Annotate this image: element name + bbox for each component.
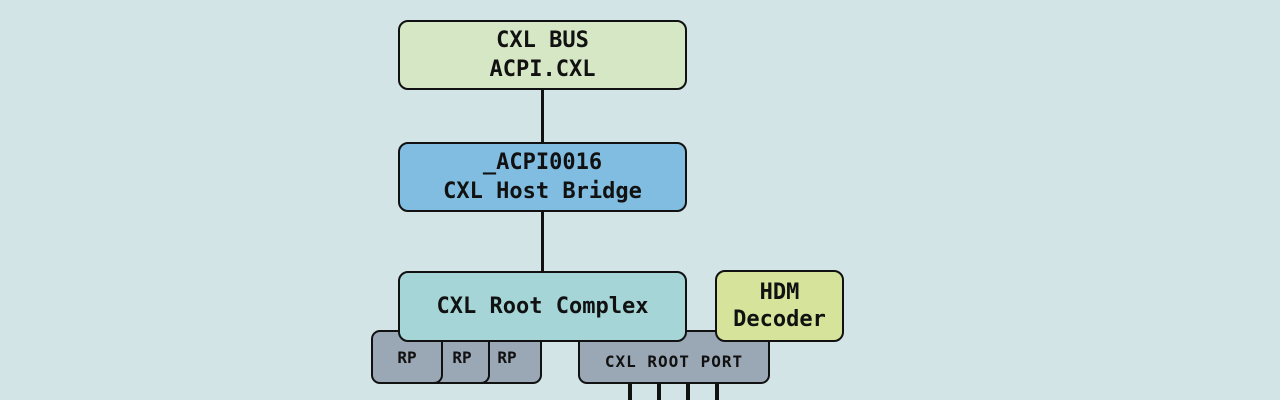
- host-bridge-id: _ACPI0016: [482, 150, 603, 175]
- cxl-root-port-label: CXL ROOT PORT: [604, 351, 744, 371]
- hdm-decoder-subtitle: Decoder: [733, 307, 826, 332]
- port-link-4: [715, 382, 719, 400]
- cxl-bus-subtitle: ACPI.CXL: [489, 57, 596, 82]
- root-port-label: RP: [497, 347, 517, 367]
- connector-bus-to-bridge: [541, 88, 544, 143]
- cxl-bus-node: CXL BUS ACPI.CXL: [398, 20, 687, 90]
- port-link-2: [657, 382, 661, 400]
- port-link-1: [628, 382, 632, 400]
- hdm-decoder-node: HDM Decoder: [715, 270, 844, 342]
- cxl-bus-title: CXL BUS: [496, 28, 589, 53]
- root-complex-title: CXL Root Complex: [436, 294, 649, 319]
- port-link-3: [686, 382, 690, 400]
- host-bridge-node: _ACPI0016 CXL Host Bridge: [398, 142, 687, 212]
- host-bridge-title: CXL Host Bridge: [443, 179, 642, 204]
- root-port-label: RP: [397, 347, 417, 367]
- root-complex-node: CXL Root Complex: [398, 271, 687, 342]
- connector-bridge-to-complex: [541, 210, 544, 272]
- hdm-decoder-title: HDM: [759, 280, 800, 305]
- root-port-label: RP: [452, 347, 472, 367]
